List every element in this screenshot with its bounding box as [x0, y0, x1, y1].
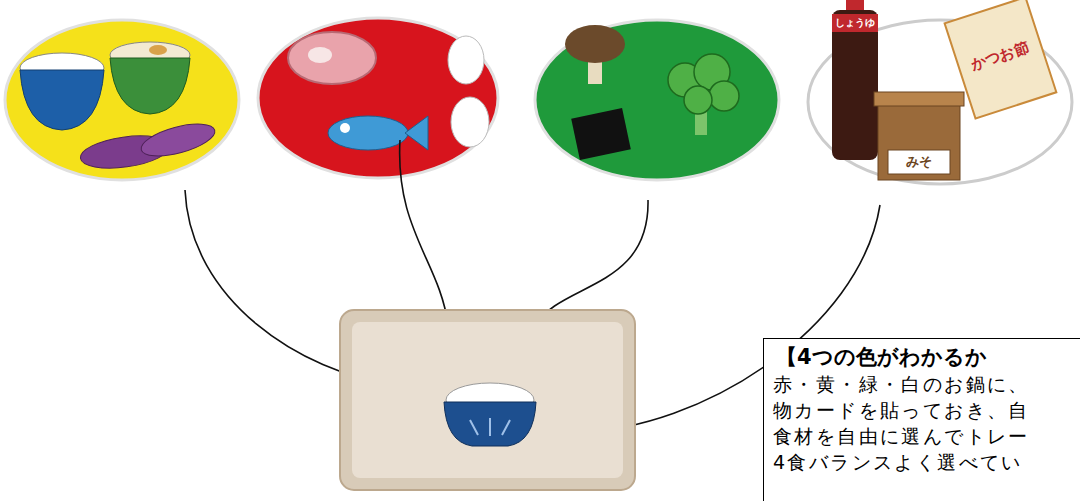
fish — [328, 116, 408, 150]
green-plate — [535, 20, 779, 180]
rice-bowl — [444, 402, 536, 446]
tray — [340, 310, 635, 490]
arrow — [535, 200, 648, 326]
white-plate — [808, 0, 1072, 184]
miso-tub — [878, 100, 960, 180]
soy-sauce-bottle — [832, 10, 878, 160]
bowl-pattern — [470, 418, 510, 436]
plate — [535, 20, 779, 180]
fish-eye — [340, 123, 350, 133]
package-label: しょうゆ — [835, 16, 875, 30]
miso-lid — [874, 92, 964, 106]
yellow-plate — [5, 20, 239, 180]
tray-surface — [352, 322, 623, 478]
plate — [5, 20, 239, 180]
plate — [258, 18, 498, 178]
broccoli — [709, 81, 739, 111]
miso-label — [888, 150, 950, 174]
nori — [571, 108, 631, 160]
red-plate — [258, 18, 498, 178]
rice-bowl — [20, 70, 104, 130]
egg — [451, 97, 489, 147]
broccoli — [684, 86, 712, 114]
fried-tofu — [149, 45, 167, 55]
tray-rim — [340, 310, 635, 490]
fish-tail — [405, 116, 428, 150]
note-body: 赤・黄・緑・白のお鍋に、 物カードを貼っておき、自 食材を自由に選んでトレー 4… — [773, 371, 1080, 475]
egg — [448, 36, 484, 84]
note-heading: 【4つの色がわかるか — [776, 343, 1080, 371]
meat-fat — [308, 47, 332, 63]
package-label: みそ — [906, 153, 932, 171]
meat — [288, 32, 376, 84]
sweet-potato — [138, 118, 218, 163]
arrow — [400, 140, 448, 325]
soy-sauce-label — [832, 14, 878, 32]
mushroom-cap — [565, 25, 625, 63]
note-box: 【4つの色がわかるか赤・黄・緑・白のお鍋に、 物カードを貼っておき、自 食材を自… — [763, 338, 1080, 501]
udon-bowl — [110, 58, 190, 114]
